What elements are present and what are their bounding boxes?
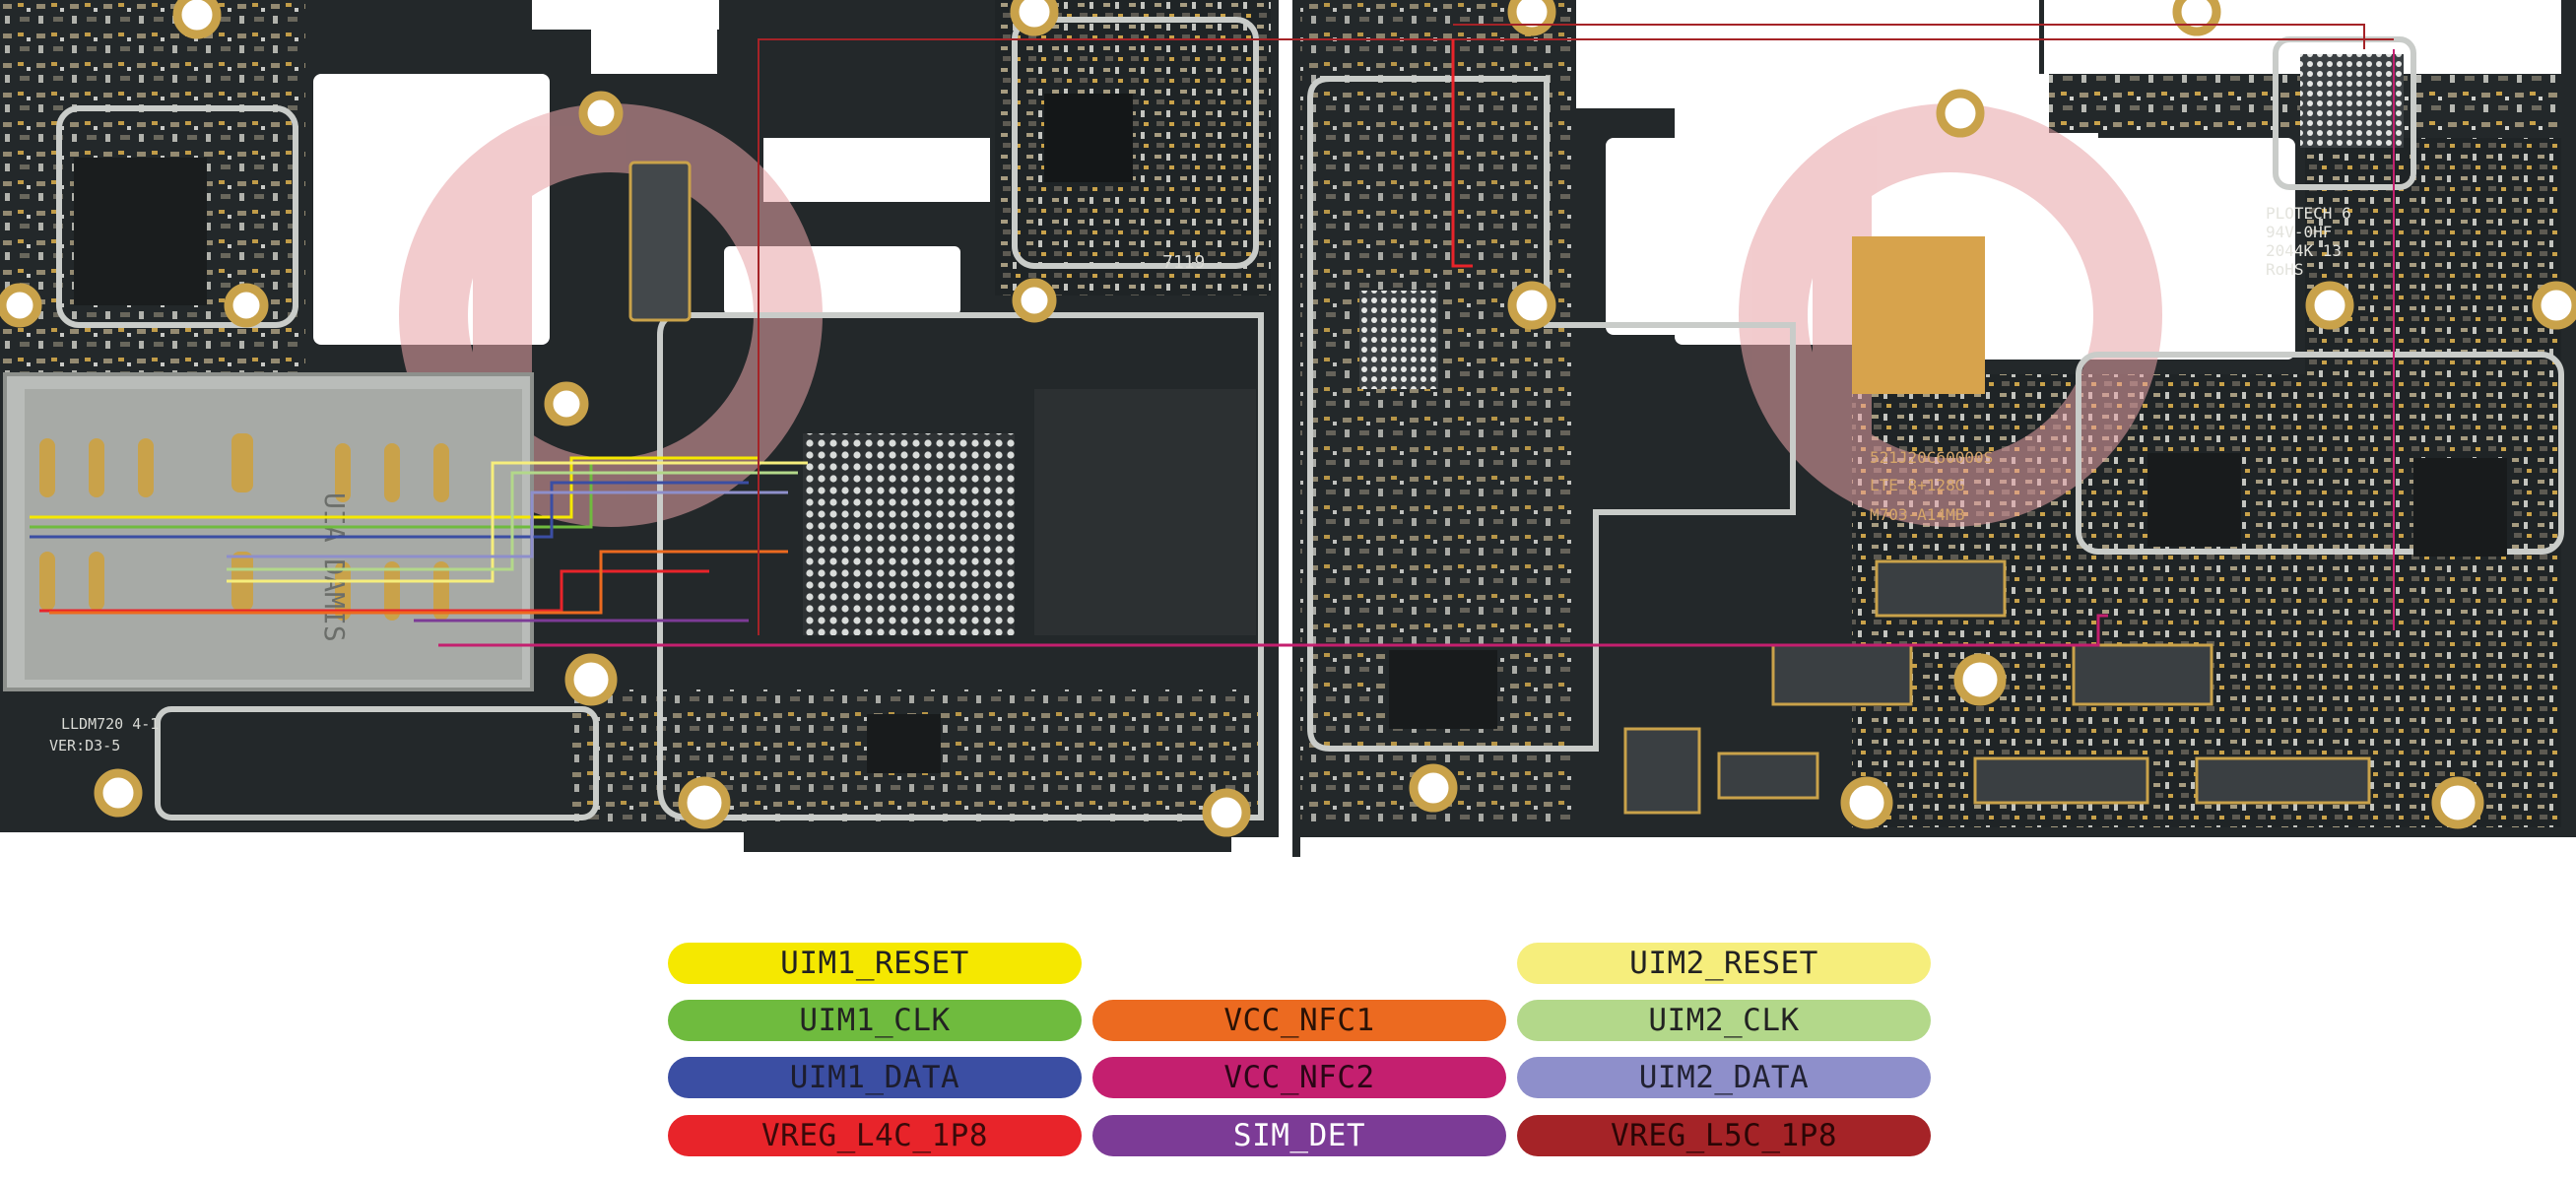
board-marking-left-1: LLDM720 4-1 [61,715,159,733]
board-marking-plotech-3: 2044K 13 [2266,241,2342,260]
legend-label: UIM1_CLK [799,1003,951,1038]
trace-vcc-nfc2 [438,614,2108,647]
legend-uim2-reset: UIM2_RESET [1517,943,1931,984]
sim-slot-text: UIA DAMIS [318,492,351,642]
legend-uim2-data: UIM2_DATA [1517,1057,1931,1098]
legend-label: SIM_DET [1232,1118,1366,1153]
legend-label: VREG_L4C_1P8 [761,1118,988,1153]
board-marking-left-2: VER:D3-5 [49,737,120,754]
trace-uim2-reset [227,461,808,583]
memory-chip [1034,389,1256,635]
legend-vreg-l4c-1p8: VREG_L4C_1P8 [668,1115,1082,1156]
legend-uim1-clk: UIM1_CLK [668,1000,1082,1041]
trace-uim1-data [30,481,749,539]
legend-label: UIM1_RESET [780,946,969,981]
board-marking-7119: 7119 [1162,252,1205,273]
trace-vcc-nfc1 [49,550,788,615]
legend-vreg-l5c-1p8: VREG_L5C_1P8 [1517,1115,1931,1156]
emmc-marking-1: 521J20C60000S [1870,448,1993,467]
legend-label: UIM2_CLK [1648,1003,1800,1038]
trace-vreg-l5c-b [1453,24,2365,49]
legend-vcc-nfc1: VCC_NFC1 [1092,1000,1506,1041]
legend-uim2-clk: UIM2_CLK [1517,1000,1931,1041]
trace-vreg-l5c-a [758,38,2394,635]
legend-label: VCC_NFC2 [1223,1060,1375,1095]
legend-uim1-data: UIM1_DATA [668,1057,1082,1098]
emmc-marking-2: LTE 8+128G [1870,476,1964,494]
trace-vreg-l4c [39,569,709,613]
legend-uim1-reset: UIM1_RESET [668,943,1082,984]
legend-label: VCC_NFC1 [1223,1003,1375,1038]
sim-tray [3,372,534,691]
legend-label: VREG_L5C_1P8 [1611,1118,1837,1153]
soc-chip [803,433,1015,635]
legend-label: UIM1_DATA [789,1060,960,1095]
trace-uim1-reset [30,456,759,519]
emmc-marking-3: M703-A14MB [1870,505,1964,524]
trace-uim2-clk [227,471,798,571]
legend-sim-det: SIM_DET [1092,1115,1506,1156]
legend-label: UIM2_DATA [1638,1060,1810,1095]
board-marking-plotech-2: 94V-0HF [2266,223,2332,241]
signal-traces [30,24,2395,647]
legend-vcc-nfc2: VCC_NFC2 [1092,1057,1506,1098]
legend-label: UIM2_RESET [1629,946,1818,981]
trace-red-right [1451,39,1473,268]
board-marking-plotech-4: RoHS [2266,260,2304,279]
trace-uim2-data [227,491,788,558]
pcb-diagram: LLDM720 4-1 VER:D3-5 7119 PLOTECH 6 94V-… [0,0,2576,857]
board-marking-plotech-1: PLOTECH 6 [2266,204,2351,223]
